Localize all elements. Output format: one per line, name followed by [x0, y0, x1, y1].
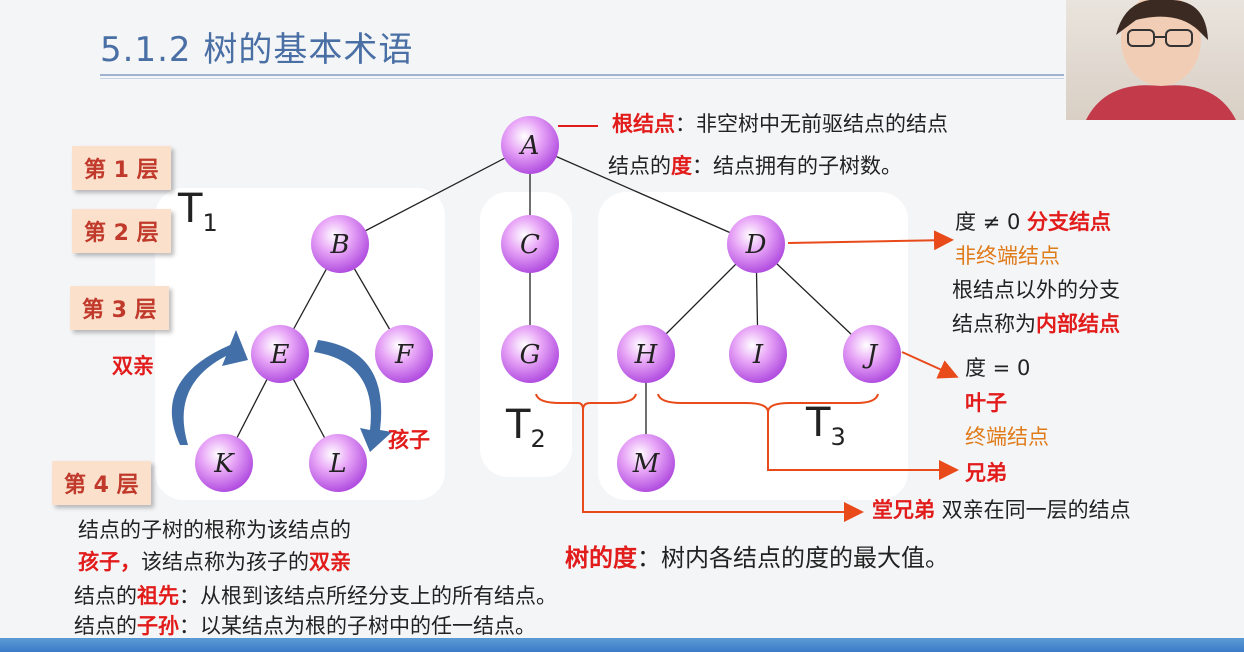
svg-text:E: E — [270, 340, 290, 370]
internal-node-note-line2: 结点称为内部结点 — [952, 312, 1120, 336]
node-m: M — [617, 434, 675, 492]
level-1-label: 第 1 层 — [72, 146, 171, 190]
sibling-arrow — [767, 412, 959, 480]
node-e: E — [251, 325, 309, 383]
branch-node-arrow — [787, 230, 954, 251]
bottom-bar — [0, 638, 1244, 652]
subtree-t1-label: T1 — [178, 186, 218, 237]
svg-text:C: C — [520, 230, 540, 260]
svg-text:K: K — [213, 449, 235, 479]
presenter-webcam — [1066, 0, 1244, 120]
svg-text:B: B — [329, 230, 349, 260]
leaf-arrow — [901, 351, 959, 379]
svg-text:M: M — [632, 449, 661, 479]
level-2-label: 第 2 层 — [72, 209, 171, 253]
sibling-bracket — [657, 393, 879, 413]
svg-text:J: J — [862, 340, 879, 370]
node-h: H — [617, 325, 675, 383]
subtree-t2-label: T2 — [506, 402, 546, 453]
descendant-definition: 结点的子孙：以某结点为根的子树中的任一结点。 — [74, 614, 536, 638]
title-divider-secondary — [100, 78, 1064, 79]
child-label: 孩子 — [388, 428, 430, 452]
parent-label: 双亲 — [112, 354, 154, 378]
node-l: L — [309, 434, 367, 492]
parent-arrow-icon — [171, 330, 248, 445]
cousin-bracket — [535, 393, 637, 411]
svg-text:I: I — [752, 340, 764, 370]
edge-a-d — [529, 144, 757, 245]
cousin-definition: 堂兄弟 双亲在同一层的结点 — [872, 498, 1131, 522]
terminal-node-label: 终端结点 — [965, 425, 1049, 449]
internal-node-note-line1: 根结点以外的分支 — [952, 278, 1120, 302]
svg-text:L: L — [328, 449, 346, 479]
title-divider — [100, 74, 1064, 76]
branch-node-definition: 度 ≠ 0 分支结点 — [955, 210, 1111, 234]
subtree-t3-label: T3 — [806, 400, 846, 451]
svg-text:D: D — [745, 230, 767, 260]
ancestor-definition: 结点的祖先：从根到该结点所经分支上的所有结点。 — [74, 584, 557, 608]
svg-text:A: A — [519, 131, 540, 161]
node-a: A — [501, 116, 559, 174]
slide-title: 5.1.2 树的基本术语 — [100, 30, 414, 70]
degree-definition: 结点的度：结点拥有的子树数。 — [608, 154, 902, 178]
svg-text:G: G — [520, 340, 541, 370]
presenter-figure — [1086, 0, 1236, 120]
child-arrow-icon — [314, 340, 392, 452]
leaf-degree-label: 度 = 0 — [965, 356, 1031, 380]
svg-text:H: H — [634, 340, 659, 370]
root-definition: 根结点：非空树中无前驱结点的结点 — [612, 112, 948, 136]
child-definition-line2: 孩子，该结点称为孩子的双亲 — [78, 550, 351, 574]
node-f: F — [375, 325, 433, 383]
svg-text:F: F — [394, 340, 414, 370]
tree-degree-definition: 树的度：树内各结点的度的最大值。 — [565, 544, 949, 572]
leaf-label: 叶子 — [965, 391, 1007, 415]
level-3-label: 第 3 层 — [70, 286, 169, 330]
sibling-label: 兄弟 — [965, 461, 1007, 485]
node-j: J — [843, 325, 901, 383]
child-definition-line1: 结点的子树的根称为该结点的 — [78, 518, 351, 542]
edge-a-b — [339, 144, 531, 245]
node-k: K — [195, 434, 253, 492]
level-4-label: 第 4 层 — [52, 461, 151, 505]
node-i: I — [729, 325, 787, 383]
cousin-arrow — [582, 410, 864, 522]
non-terminal-node-label: 非终端结点 — [955, 244, 1060, 268]
node-g: G — [501, 325, 559, 383]
node-d: D — [727, 215, 785, 273]
node-b: B — [311, 215, 369, 273]
tree-edges — [223, 144, 873, 464]
node-c: C — [501, 215, 559, 273]
